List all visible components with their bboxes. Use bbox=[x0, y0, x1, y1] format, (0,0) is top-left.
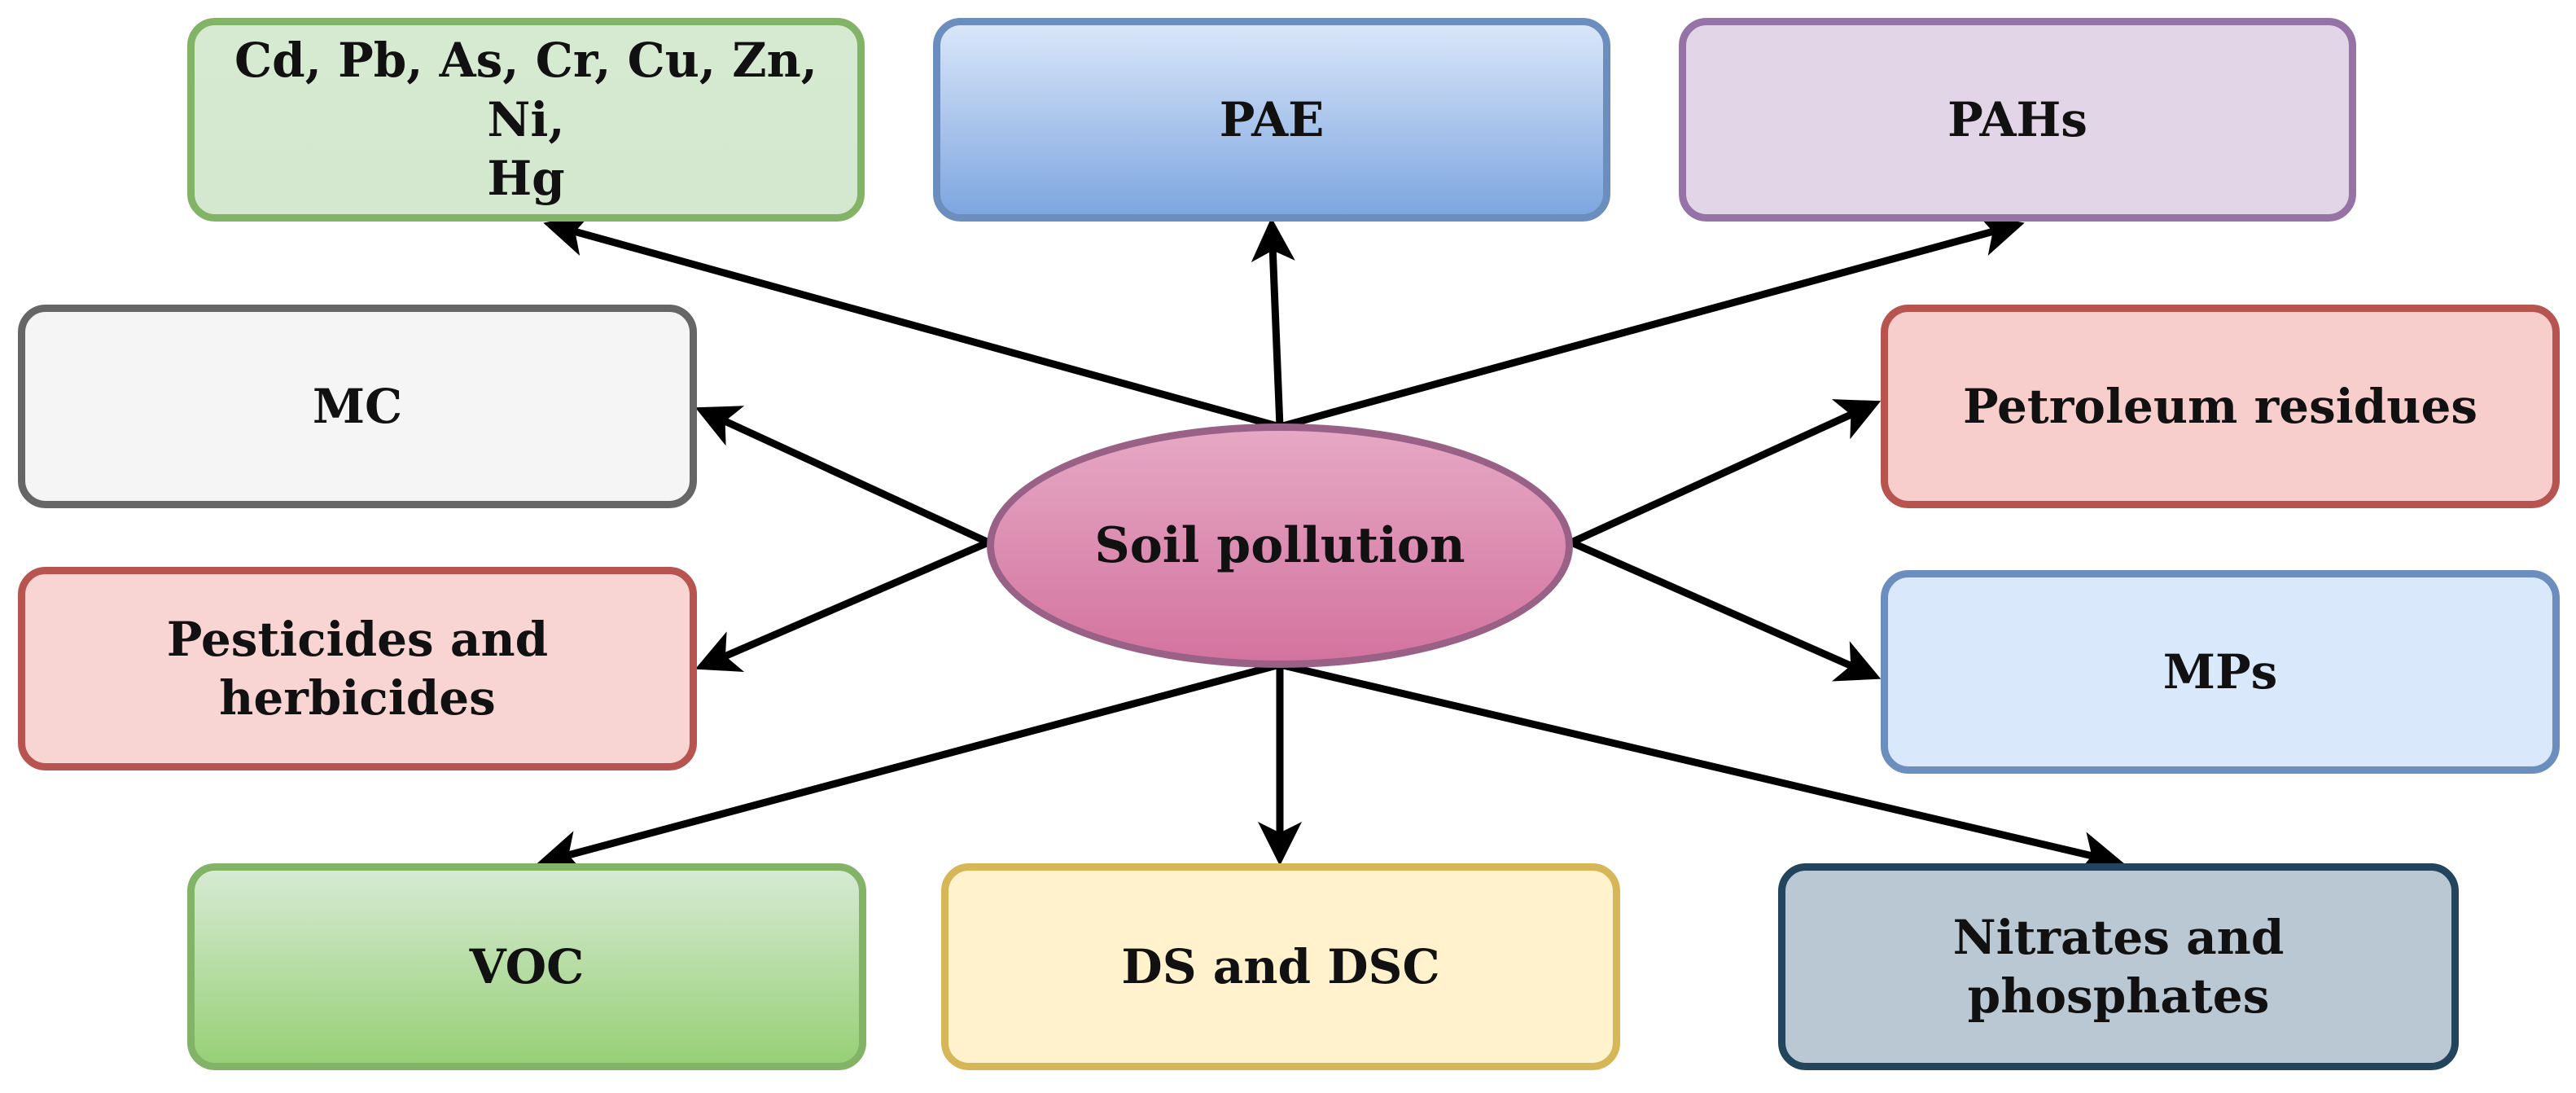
node-mc-label: MC bbox=[312, 378, 403, 434]
center-node-soil-pollution: Soil pollution bbox=[987, 424, 1573, 668]
arrow-to-metals bbox=[543, 213, 1281, 431]
node-heavy-metals: Cd, Pb, As, Cr, Cu, Zn, Ni, Hg bbox=[187, 18, 865, 222]
node-pae: PAE bbox=[933, 18, 1610, 222]
node-petroleum-residues-label: Petroleum residues bbox=[1962, 378, 2478, 434]
arrow-to-mc bbox=[694, 406, 990, 546]
node-pesticides-herbicides-label: Pesticides and herbicides bbox=[166, 611, 549, 726]
center-node-label: Soil pollution bbox=[1094, 517, 1465, 574]
node-nitrates-phosphates: Nitrates and phosphates bbox=[1778, 863, 2459, 1070]
node-voc: VOC bbox=[187, 863, 866, 1070]
node-pahs-label: PAHs bbox=[1947, 91, 2088, 147]
node-mps-label: MPs bbox=[2162, 643, 2278, 700]
node-mc: MC bbox=[18, 305, 697, 508]
node-voc-label: VOC bbox=[469, 938, 585, 994]
node-heavy-metals-line2: Hg bbox=[487, 151, 565, 207]
node-nitrates-phosphates-label: Nitrates and phosphates bbox=[1952, 909, 2285, 1025]
node-petroleum-residues: Petroleum residues bbox=[1881, 305, 2560, 508]
node-pesticides-herbicides: Pesticides and herbicides bbox=[18, 567, 697, 770]
node-ds-dsc-label: DS and DSC bbox=[1121, 938, 1440, 994]
node-ds-dsc: DS and DSC bbox=[941, 863, 1620, 1070]
arrow-to-pahs bbox=[1278, 213, 2025, 431]
node-pae-label: PAE bbox=[1219, 91, 1325, 147]
node-heavy-metals-line1: Cd, Pb, As, Cr, Cu, Zn, Ni, bbox=[234, 33, 817, 147]
arrow-to-pae bbox=[1251, 217, 1295, 428]
arrow-to-nitrates bbox=[1278, 661, 2124, 875]
arrow-to-voc bbox=[537, 661, 1281, 874]
arrow-to-mps bbox=[1570, 538, 1882, 682]
node-pahs: PAHs bbox=[1679, 18, 2356, 222]
arrow-to-pesticides bbox=[694, 538, 990, 672]
node-mps: MPs bbox=[1881, 570, 2560, 774]
arrow-to-petroleum bbox=[1570, 399, 1882, 546]
